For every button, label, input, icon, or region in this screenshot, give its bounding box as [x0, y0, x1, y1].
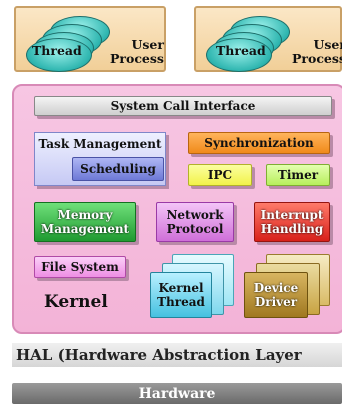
user-process-box-2: Thread User Process	[194, 6, 342, 72]
scheduling-box: Scheduling	[72, 157, 164, 181]
thread-label-2: Thread	[216, 43, 266, 58]
device-driver-box: Device Driver	[244, 272, 308, 318]
user-process-label-2: User Process	[292, 37, 342, 66]
user-process-box-1: Thread User Process	[14, 6, 166, 72]
system-call-interface: System Call Interface	[34, 96, 332, 116]
thread-stack-icon	[206, 16, 290, 72]
hal-label: HAL (Hardware Abstraction Layer	[16, 346, 302, 364]
interrupt-handling-box: Interrupt Handling	[254, 202, 330, 242]
thread-stack-icon	[26, 16, 110, 72]
hardware-bar: Hardware	[12, 383, 342, 404]
kernel-thread-box: Kernel Thread	[150, 272, 212, 318]
file-system-box: File System	[34, 256, 126, 278]
synchronization-box: Synchronization	[188, 132, 330, 154]
ipc-box: IPC	[188, 164, 252, 186]
memory-management-box: Memory Management	[34, 202, 136, 242]
timer-box: Timer	[266, 164, 330, 186]
network-protocol-box: Network Protocol	[156, 202, 234, 242]
task-management-label: Task Management	[38, 137, 162, 151]
user-process-label-1: User Process	[110, 37, 164, 66]
kernel-label: Kernel	[44, 292, 108, 312]
hal-bar: HAL (Hardware Abstraction Layer	[12, 343, 342, 367]
thread-label-1: Thread	[32, 43, 82, 58]
